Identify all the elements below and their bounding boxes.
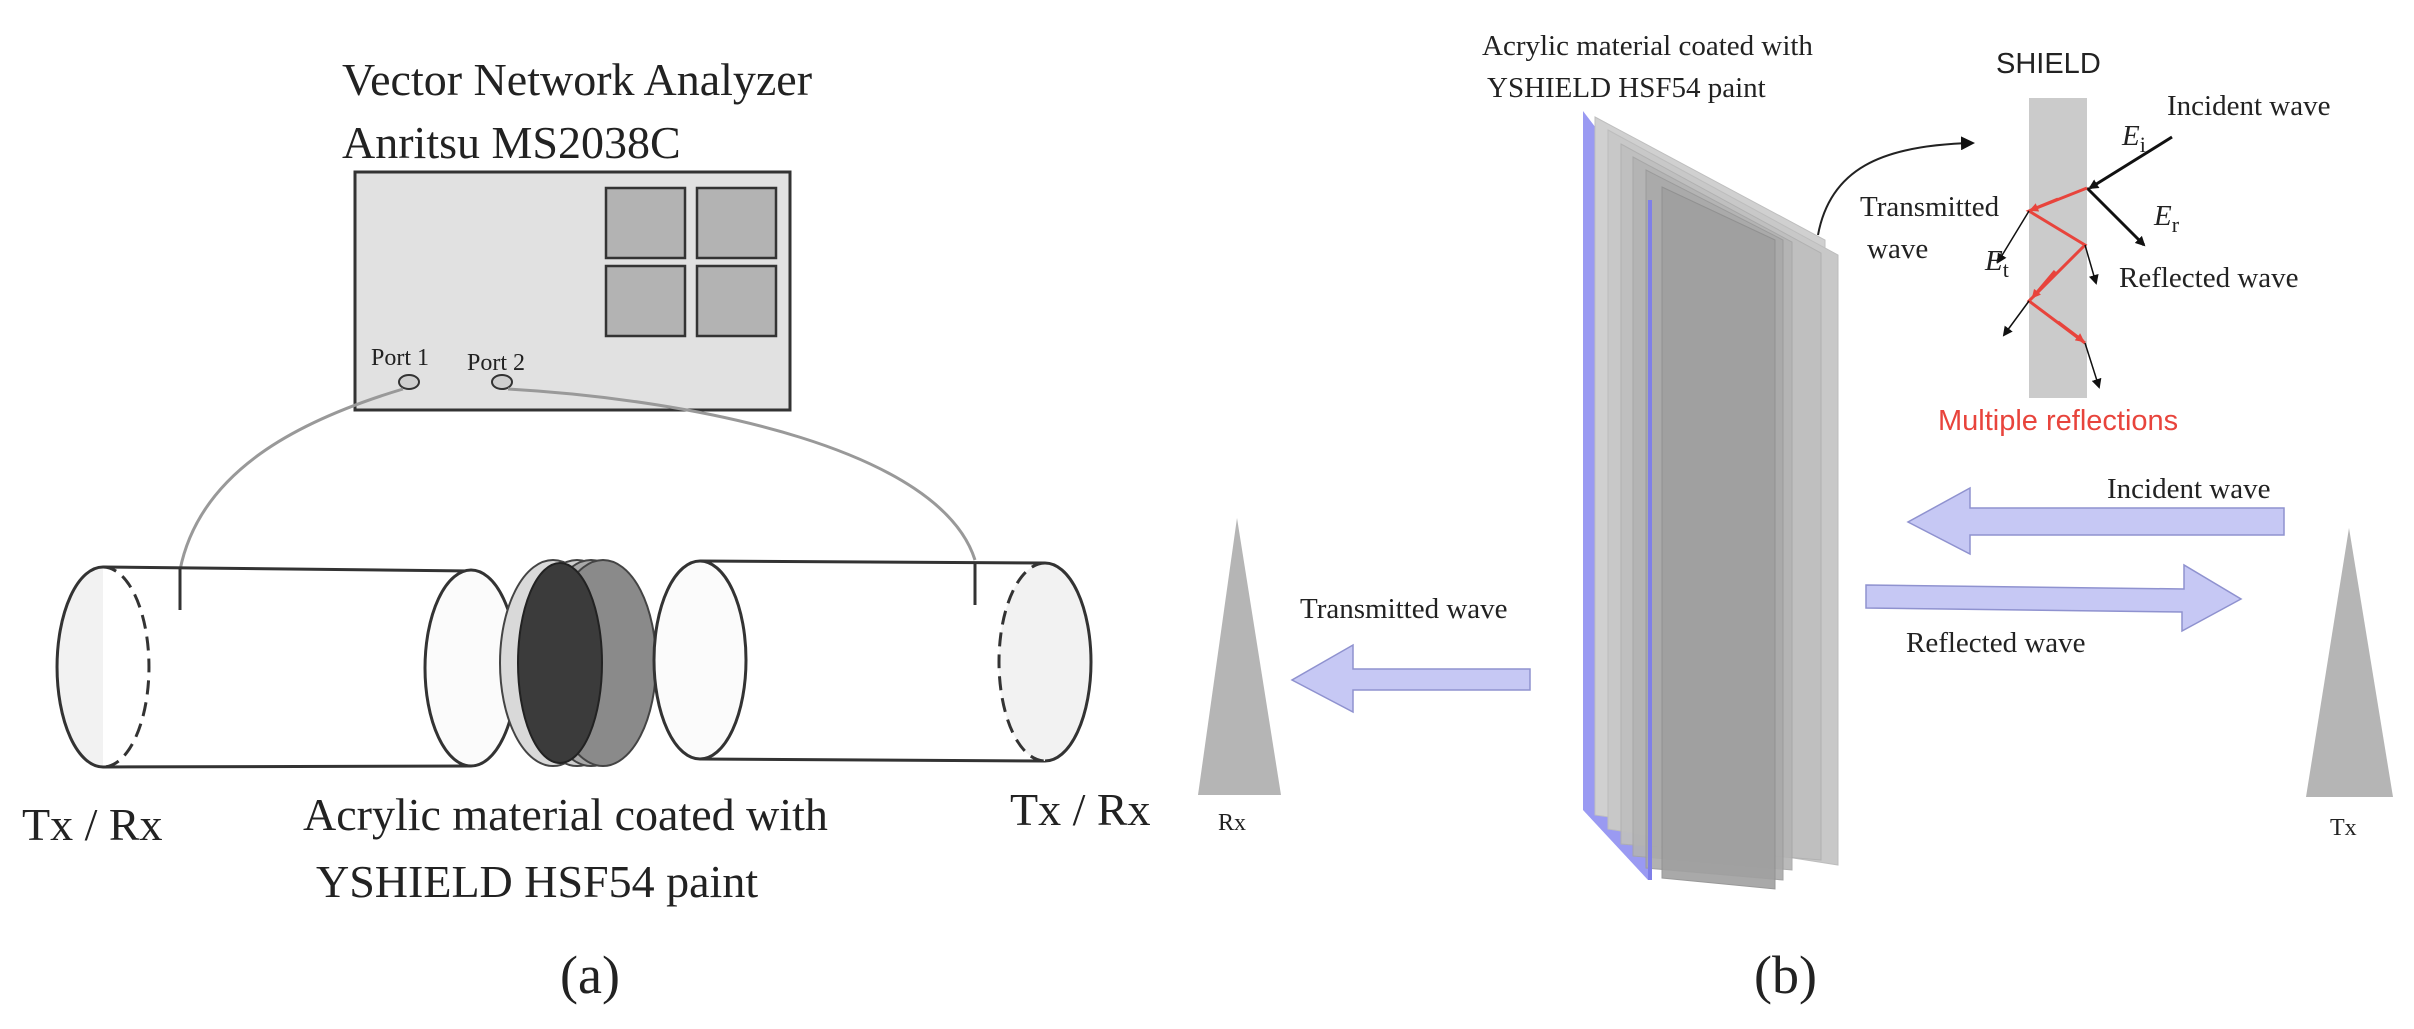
shield-title: SHIELD [1996,48,2101,80]
red-arrow-2 [2031,270,2057,299]
reflect-ray-2 [2084,244,2099,285]
right-antenna-label: Tx / Rx [1010,784,1151,835]
rx-label: Rx [1218,810,1246,836]
panel-a: Vector Network Analyzer Anritsu MS2038C … [22,54,1151,1005]
transmit-ray-1 [1996,210,2030,264]
inset-reflected-label: Reflected wave [2119,262,2299,294]
left-waveguide [55,565,519,769]
incident-wave-arrow [1906,486,2285,556]
sample-disks [499,559,657,767]
left-antenna-label: Tx / Rx [22,799,163,850]
panel-b: Acrylic material coated with YSHIELD HSF… [1198,30,2393,1005]
vna-screen-3 [604,264,687,338]
cable-port1 [178,387,404,571]
inset-incident-arrow [2088,135,2173,190]
vna-screen-2 [695,186,778,260]
sample-label-line1: Acrylic material coated with [303,789,828,840]
caption-b: (b) [1754,945,1817,1005]
tx-antenna [2306,528,2393,797]
material-label-line1: Acrylic material coated with [1482,30,1813,62]
right-waveguide [652,559,1093,763]
reflected-wave-label: Reflected wave [1906,627,2086,659]
red-arrow-3 [2057,320,2085,343]
e-reflected: Er [2153,200,2180,237]
transmit-ray-2 [2002,300,2030,337]
material-label-line2: YSHIELD HSF54 paint [1487,72,1766,104]
inset-transmitted-label-line1: Transmitted [1860,191,2000,223]
transmitted-wave-label: Transmitted wave [1300,593,1508,625]
transmitted-wave-arrow [1290,643,1531,714]
reflect-ray-3 [2084,342,2102,389]
incident-wave-label: Incident wave [2107,473,2270,505]
caption-a: (a) [560,945,620,1005]
vna-screen-4 [695,264,778,338]
sample-label-line2: YSHIELD HSF54 paint [316,856,758,907]
vna-title-line1: Vector Network Analyzer [342,54,812,105]
port1-label: Port 1 [371,345,429,371]
port2-connector [491,374,513,390]
vna-screen-1 [604,186,687,260]
shield-slab [2029,98,2087,398]
inset-incident-label: Incident wave [2167,90,2330,122]
inset-transmitted-label-line2: wave [1867,233,1928,265]
red-arrow-1 [2029,197,2059,212]
multiple-reflections-label: Multiple reflections [1938,405,2178,437]
inset-pointer-arrow [1817,136,1975,236]
shield-plates [1583,111,1839,890]
port1-connector [398,374,420,390]
vna-title-line2: Anritsu MS2038C [342,117,681,168]
port2-label: Port 2 [467,350,525,376]
reflected-wave-arrow [1865,563,2243,633]
cable-port2 [507,387,977,561]
inset-reflected-arrow [2085,186,2146,247]
e-transmitted: Et [1984,245,2009,282]
e-incident: Ei [2121,120,2146,157]
tx-label: Tx [2330,815,2357,841]
rx-antenna [1198,518,1281,795]
